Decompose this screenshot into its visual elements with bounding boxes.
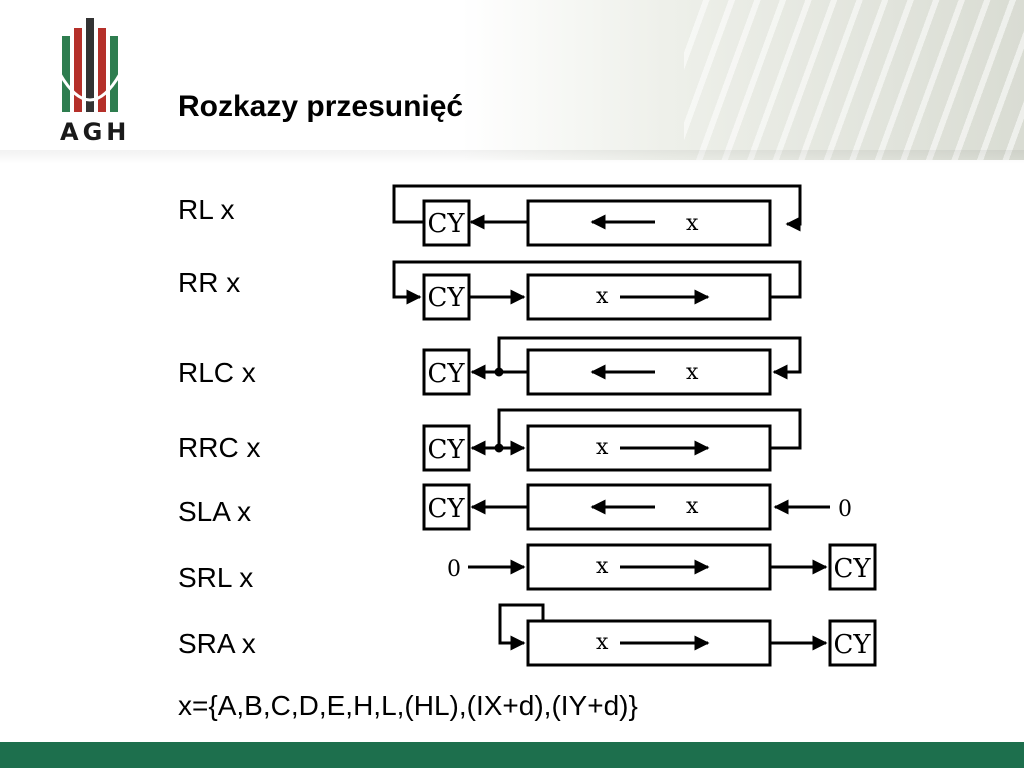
register-text: x [686, 494, 699, 519]
rotate-path [497, 408, 802, 450]
logo-text: AGH [60, 118, 131, 146]
rotate-path [392, 260, 802, 305]
register-text: x [686, 211, 699, 236]
agh-logo-icon [58, 18, 122, 112]
operands-note: x={A,B,C,D,E,H,L,(HL),(IX+d),(IY+d)} [178, 690, 638, 721]
instruction-label-rl: RL x [178, 194, 235, 225]
diagram-sla: x 0 CY [422, 483, 852, 531]
register-text: x [596, 435, 609, 460]
footer-bar [0, 742, 1024, 768]
carry-box [422, 199, 471, 247]
instruction-label-rrc: RRC x [178, 432, 261, 463]
register-text: x [596, 630, 609, 655]
carry-text: CY [427, 209, 465, 239]
carry-box [828, 543, 877, 591]
header-shadow [0, 150, 1024, 164]
slide-title: Rozkazy przesunięć [178, 90, 464, 123]
carry-box [422, 424, 471, 472]
carry-text: CY [833, 630, 871, 660]
register-text: x [596, 554, 609, 579]
carry-text: CY [427, 494, 465, 524]
logo-bar [62, 36, 70, 112]
logo-bar [74, 28, 82, 112]
instruction-label-rlc: RLC x [178, 357, 256, 388]
carry-box [828, 619, 877, 667]
logo-bar [110, 36, 118, 112]
carry-box [422, 273, 471, 321]
rotate-path [497, 336, 802, 380]
carry-text: CY [833, 554, 871, 584]
logo-bar [98, 28, 106, 112]
diagram-rr: x CY [392, 260, 802, 321]
instruction-label-sla: SLA x [178, 496, 252, 527]
diagram-srl: 0 x CY [447, 543, 877, 591]
carry-box [422, 483, 471, 531]
register-text: x [686, 360, 699, 385]
logo-arc [58, 73, 122, 102]
carry-text: CY [427, 435, 465, 465]
register-text: x [596, 284, 609, 309]
rotate-path [392, 184, 802, 232]
fill-text: 0 [838, 497, 852, 522]
diagram-rl: x CY [392, 184, 802, 247]
diagram-rlc: x CY [422, 336, 802, 396]
slide-header [0, 0, 1024, 160]
sign-bit-loop [498, 603, 545, 651]
fill-text: 0 [447, 557, 461, 582]
diagram-rrc: x CY [422, 408, 802, 472]
diagram-sra: x CY [498, 603, 877, 667]
carry-text: CY [427, 283, 465, 313]
instruction-label-sra: SRA x [178, 628, 256, 659]
instruction-label-rr: RR x [178, 267, 241, 298]
header-decoration [684, 0, 1024, 160]
carry-box [422, 348, 471, 396]
instruction-label-srl: SRL x [178, 562, 254, 593]
logo-bar [86, 18, 94, 112]
carry-text: CY [427, 359, 465, 389]
